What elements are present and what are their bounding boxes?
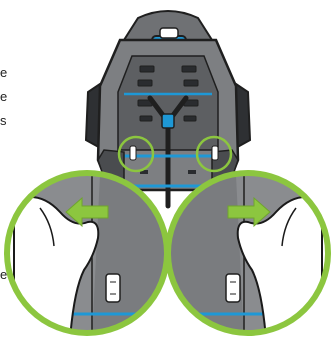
side-text-fragment: s — [0, 114, 14, 128]
side-text-fragment: e — [0, 268, 14, 282]
release-tab — [106, 274, 120, 302]
zoom-detail-right — [168, 173, 328, 339]
side-text-fragment: e — [0, 66, 14, 80]
side-text-fragment: e — [0, 90, 14, 104]
zoom-detail-left — [7, 173, 170, 339]
release-tab — [226, 274, 240, 302]
chest-clip — [162, 114, 174, 128]
